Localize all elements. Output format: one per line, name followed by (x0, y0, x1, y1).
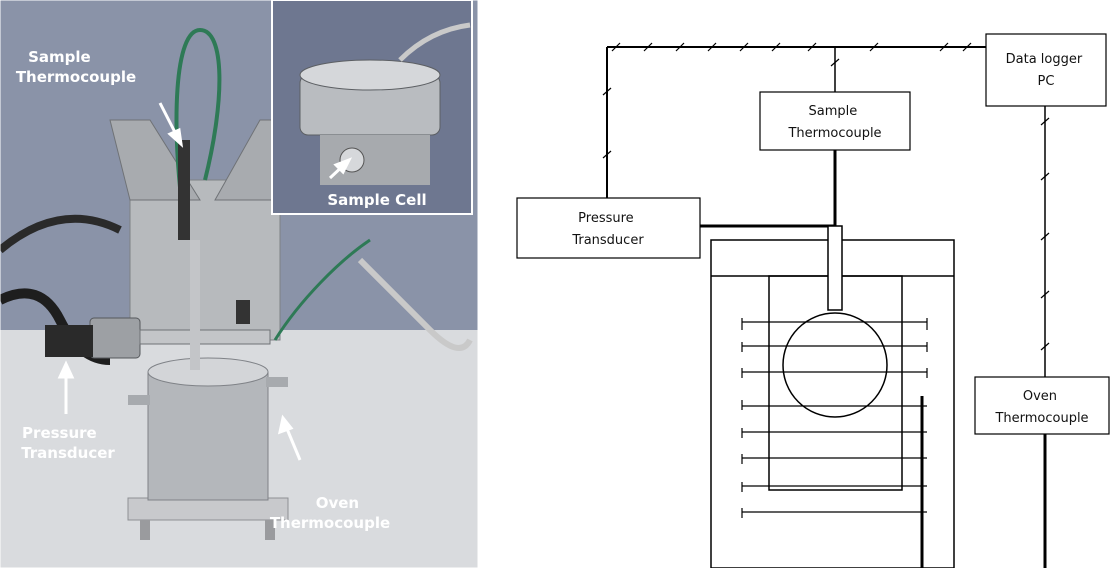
arrowhead-icon (333, 157, 353, 175)
photo-frame (0, 0, 479, 568)
label-sample-cell: Sample Cell (327, 191, 426, 209)
inset-cell-base (320, 135, 430, 185)
foot (140, 520, 150, 540)
arrowhead-icon (277, 414, 294, 435)
stand-plate (129, 179, 281, 341)
arrowhead-icon (57, 360, 75, 379)
heater-coils (741, 318, 928, 518)
cross-fitting (139, 329, 271, 345)
data-logger-label: Data logger PC (1006, 52, 1087, 89)
base-plate (127, 497, 289, 521)
valve-handle (236, 300, 250, 324)
sample-thermocouple-box (759, 91, 911, 151)
sample-tube (827, 225, 843, 311)
stem (190, 240, 200, 370)
arrowhead-icon (167, 127, 184, 148)
thermocouple-sheath (178, 140, 190, 240)
inset-cell-top (299, 59, 441, 91)
oven-handle-left (128, 395, 150, 405)
wire-tick-marks (602, 42, 1050, 351)
sample-cell-inset (271, 0, 473, 215)
oven-thermocouple-box (974, 376, 1110, 435)
inset-tube (398, 22, 471, 62)
oven-body (147, 371, 269, 501)
sample-thermocouple-label: Sample Thermocouple (787, 104, 881, 141)
label-oven-thermocouple: Oven Thermocouple (270, 494, 390, 532)
label-sample-thermocouple: Sample Thermocouple (16, 48, 136, 86)
oven-lid (147, 357, 269, 387)
oven-thermocouple-label: Oven Thermocouple (994, 389, 1088, 426)
tube (357, 257, 473, 351)
label-pressure-transducer: Pressure Transducer (21, 424, 115, 462)
pressure-transducer-box (516, 197, 701, 259)
transducer-connector (45, 325, 93, 357)
oven-handle-right (266, 377, 288, 387)
foot (265, 520, 275, 540)
pressure-transducer-body (89, 317, 141, 359)
data-logger-box (985, 33, 1107, 107)
oven-thermocouple-wire (273, 238, 371, 341)
apparatus-photo: Sample Thermocouple Sample Cell Pressure… (0, 0, 479, 568)
pressure-transducer-label: Pressure Transducer (571, 211, 644, 248)
photo-arrows (57, 102, 353, 461)
sample-sphere (782, 312, 888, 418)
schematic (516, 33, 1110, 568)
black-cable-2 (0, 214, 122, 254)
